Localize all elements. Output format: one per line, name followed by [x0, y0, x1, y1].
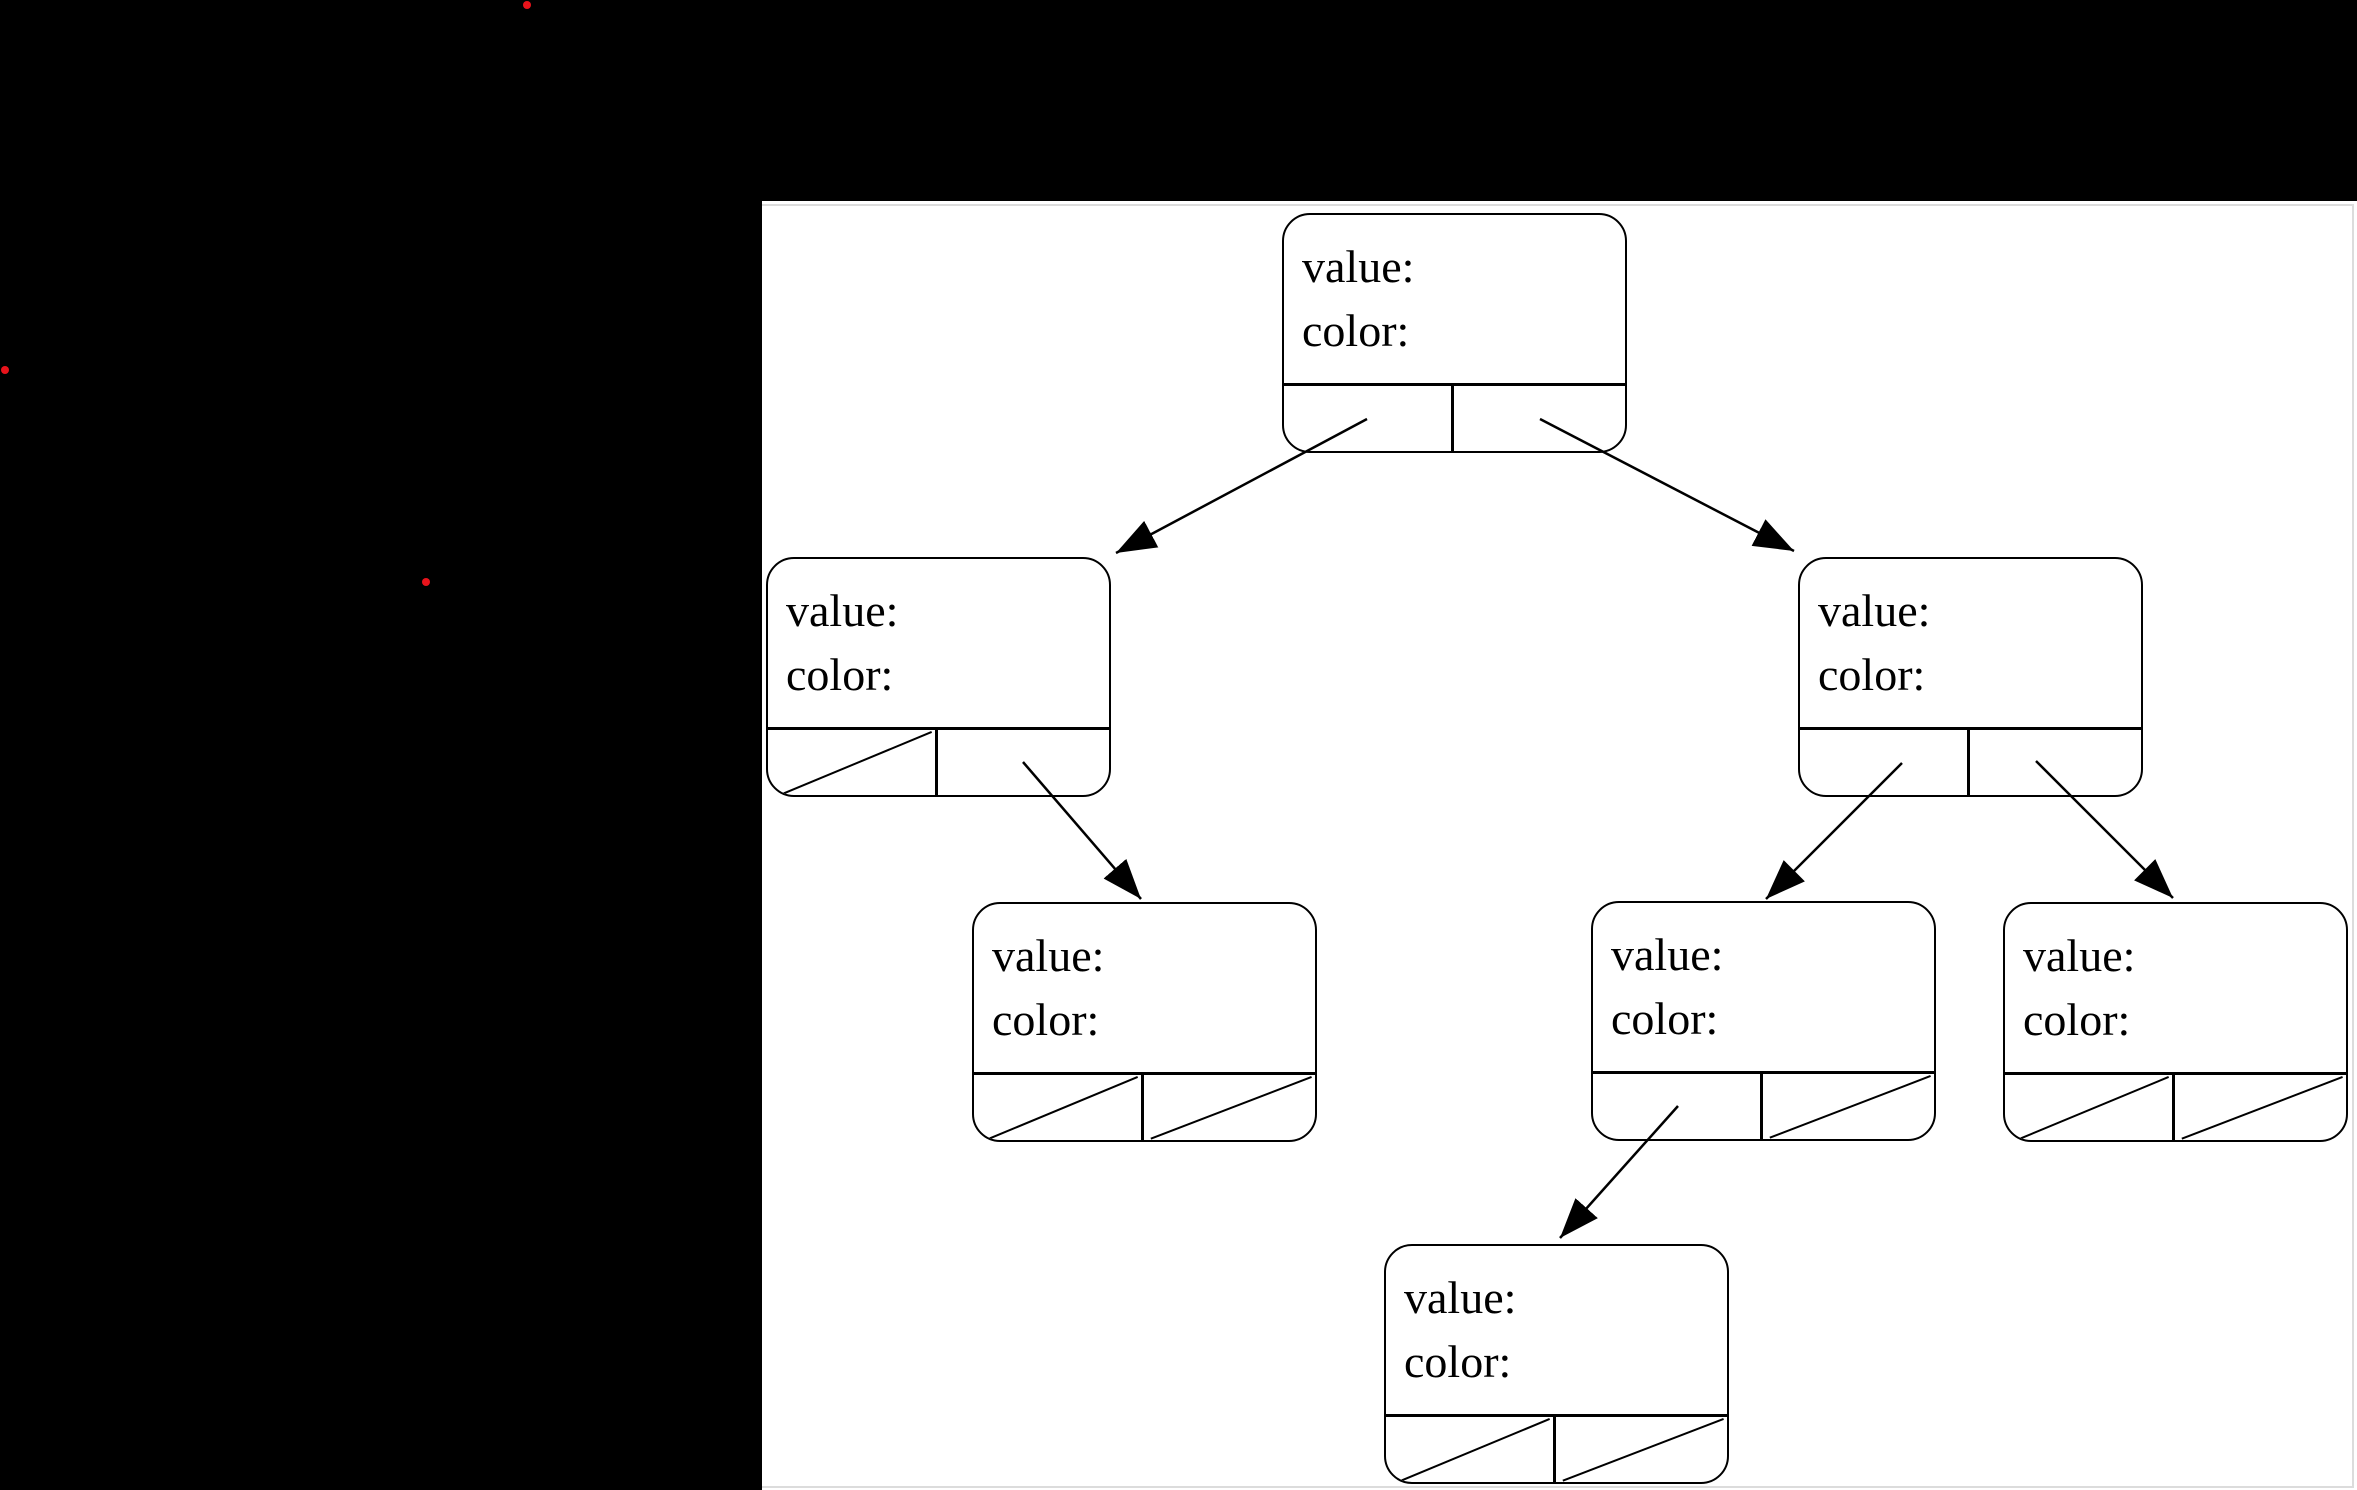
right-pointer-cell: [1970, 730, 2141, 795]
null-pointer-slash: [1763, 1074, 1934, 1139]
left-pointer-cell: [1284, 386, 1454, 451]
tree-node-left-right-grandchild: value: color:: [972, 902, 1317, 1142]
value-field-label: value:: [1302, 241, 1415, 292]
tree-node-bottom-leaf: value: color:: [1384, 1244, 1729, 1484]
null-pointer-slash: [768, 730, 935, 795]
tree-node-root: value: color:: [1282, 213, 1627, 453]
right-pointer-cell: [1144, 1075, 1315, 1140]
pointer-cells: [974, 1072, 1315, 1140]
pointer-cells: [2005, 1072, 2346, 1140]
pointer-cells: [1800, 727, 2141, 795]
right-pointer-cell: [938, 730, 1109, 795]
node-fields: value: color:: [1800, 559, 2141, 727]
value-field-label: value:: [1404, 1272, 1517, 1323]
node-fields: value: color:: [1593, 903, 1934, 1071]
pointer-cells: [768, 727, 1109, 795]
pointer-cells: [1284, 383, 1625, 451]
left-pointer-cell: [768, 730, 938, 795]
left-pointer-cell: [1593, 1074, 1763, 1139]
red-marker-dot: [1, 366, 9, 374]
color-field-label: color:: [1302, 305, 1410, 356]
red-marker-dot: [422, 578, 430, 586]
value-field-label: value:: [2023, 930, 2136, 981]
viewport-border: [762, 204, 2354, 1488]
value-field-label: value:: [992, 930, 1105, 981]
node-fields: value: color:: [1386, 1246, 1727, 1414]
null-pointer-slash: [1556, 1417, 1727, 1482]
right-pointer-cell: [1454, 386, 1625, 451]
color-field-label: color:: [786, 649, 894, 700]
tree-node-left-child: value: color:: [766, 557, 1111, 797]
left-pointer-cell: [1386, 1417, 1556, 1482]
tree-node-right-left-grandchild: value: color:: [1591, 901, 1936, 1141]
color-field-label: color:: [1404, 1336, 1512, 1387]
pointer-cells: [1386, 1414, 1727, 1482]
left-pointer-cell: [974, 1075, 1144, 1140]
null-pointer-slash: [974, 1075, 1141, 1140]
value-field-label: value:: [1818, 585, 1931, 636]
color-field-label: color:: [1611, 993, 1719, 1044]
tree-node-right-child: value: color:: [1798, 557, 2143, 797]
node-fields: value: color:: [1284, 215, 1625, 383]
right-pointer-cell: [1556, 1417, 1727, 1482]
color-field-label: color:: [1818, 649, 1926, 700]
color-field-label: color:: [992, 994, 1100, 1045]
null-pointer-slash: [1144, 1075, 1315, 1140]
value-field-label: value:: [786, 585, 899, 636]
node-fields: value: color:: [2005, 904, 2346, 1072]
tree-node-right-right-grandchild: value: color:: [2003, 902, 2348, 1142]
right-pointer-cell: [2175, 1075, 2346, 1140]
left-pointer-cell: [2005, 1075, 2175, 1140]
null-pointer-slash: [2005, 1075, 2172, 1140]
null-pointer-slash: [1386, 1417, 1553, 1482]
null-pointer-slash: [2175, 1075, 2346, 1140]
node-fields: value: color:: [768, 559, 1109, 727]
value-field-label: value:: [1611, 929, 1724, 980]
color-field-label: color:: [2023, 994, 2131, 1045]
right-pointer-cell: [1763, 1074, 1934, 1139]
node-fields: value: color:: [974, 904, 1315, 1072]
pointer-cells: [1593, 1071, 1934, 1139]
red-marker-dot: [523, 1, 531, 9]
left-pointer-cell: [1800, 730, 1970, 795]
